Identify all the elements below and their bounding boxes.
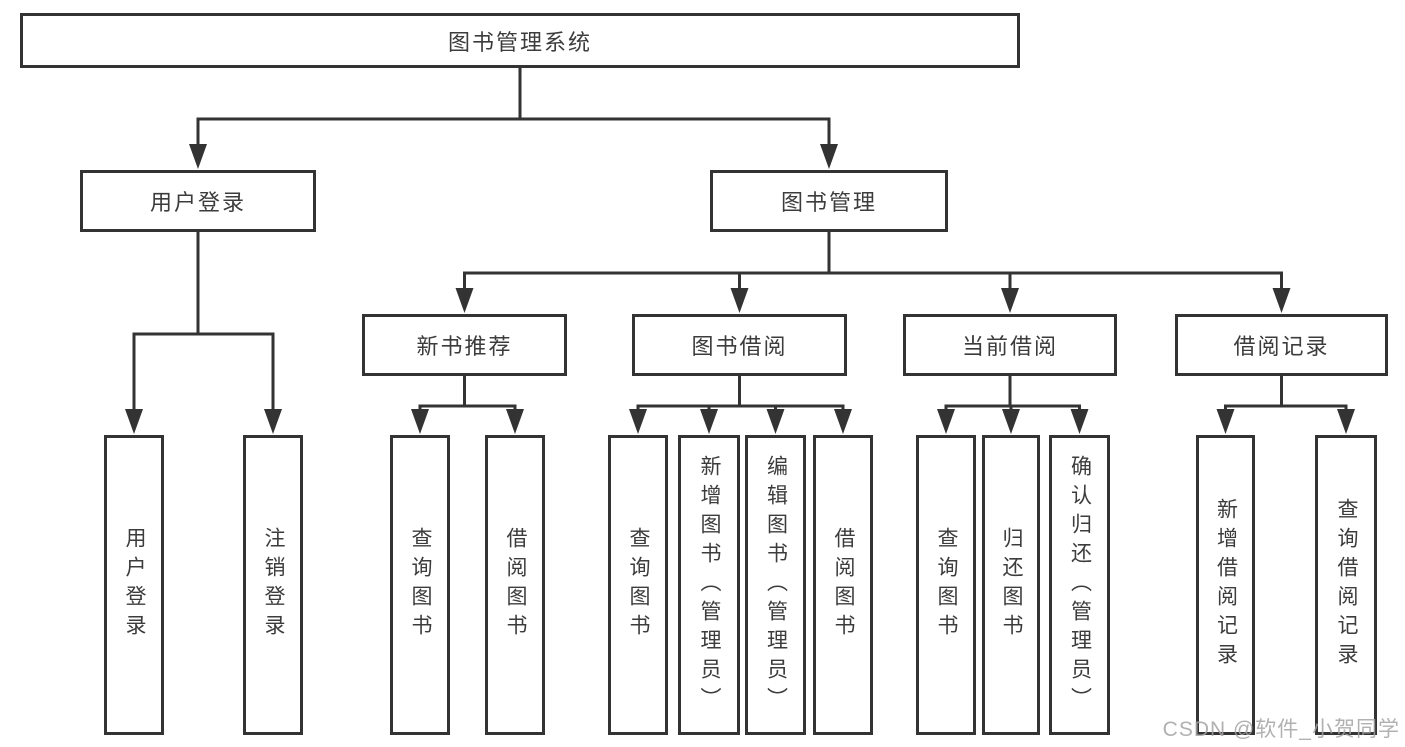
leaf-query-books-current-label: 查询图书 — [935, 527, 959, 643]
node-user-login-branch: 用户登录 — [80, 170, 316, 232]
node-new-book-recommendation: 新书推荐 — [362, 314, 567, 376]
leaf-add-books-admin-label: 新增图书（管理员） — [698, 454, 722, 716]
leaf-confirm-return-admin: 确认归还（管理员） — [1049, 435, 1110, 735]
leaf-query-books-recommend-label: 查询图书 — [409, 527, 433, 643]
leaf-query-books-current: 查询图书 — [916, 435, 976, 735]
leaf-return-books: 归还图书 — [982, 435, 1040, 735]
csdn-watermark: CSDN @软件_小贺同学 — [1162, 718, 1400, 741]
node-book-management-branch: 图书管理 — [710, 170, 948, 232]
leaf-query-borrow-record: 查询借阅记录 — [1315, 435, 1377, 735]
leaf-query-books-borrowing-label: 查询图书 — [627, 527, 651, 643]
leaf-add-borrow-record: 新增借阅记录 — [1196, 435, 1255, 735]
leaf-query-books-borrowing: 查询图书 — [608, 435, 668, 735]
leaf-add-books-admin: 新增图书（管理员） — [678, 435, 740, 735]
leaf-query-books-recommend: 查询图书 — [390, 435, 450, 735]
node-borrowing-records: 借阅记录 — [1175, 314, 1388, 376]
leaf-borrow-books-label: 借阅图书 — [832, 527, 856, 643]
leaf-query-borrow-record-label: 查询借阅记录 — [1335, 498, 1359, 672]
node-book-borrowing: 图书借阅 — [632, 314, 847, 376]
leaf-user-login-label: 用户登录 — [123, 527, 147, 643]
leaf-user-login: 用户登录 — [104, 435, 164, 735]
leaf-edit-books-admin-label: 编辑图书（管理员） — [764, 454, 788, 716]
leaf-borrow-books-recommend: 借阅图书 — [485, 435, 545, 735]
leaf-logout-label: 注销登录 — [262, 527, 286, 643]
leaf-borrow-books-recommend-label: 借阅图书 — [504, 527, 528, 643]
leaf-add-borrow-record-label: 新增借阅记录 — [1214, 498, 1238, 672]
node-current-borrowing: 当前借阅 — [903, 314, 1117, 376]
leaf-return-books-label: 归还图书 — [1000, 527, 1024, 643]
leaf-borrow-books: 借阅图书 — [813, 435, 873, 735]
leaf-logout: 注销登录 — [243, 435, 303, 735]
leaf-edit-books-admin: 编辑图书（管理员） — [745, 435, 806, 735]
leaf-confirm-return-admin-label: 确认归还（管理员） — [1068, 454, 1092, 716]
node-library-management-system: 图书管理系统 — [20, 13, 1020, 68]
